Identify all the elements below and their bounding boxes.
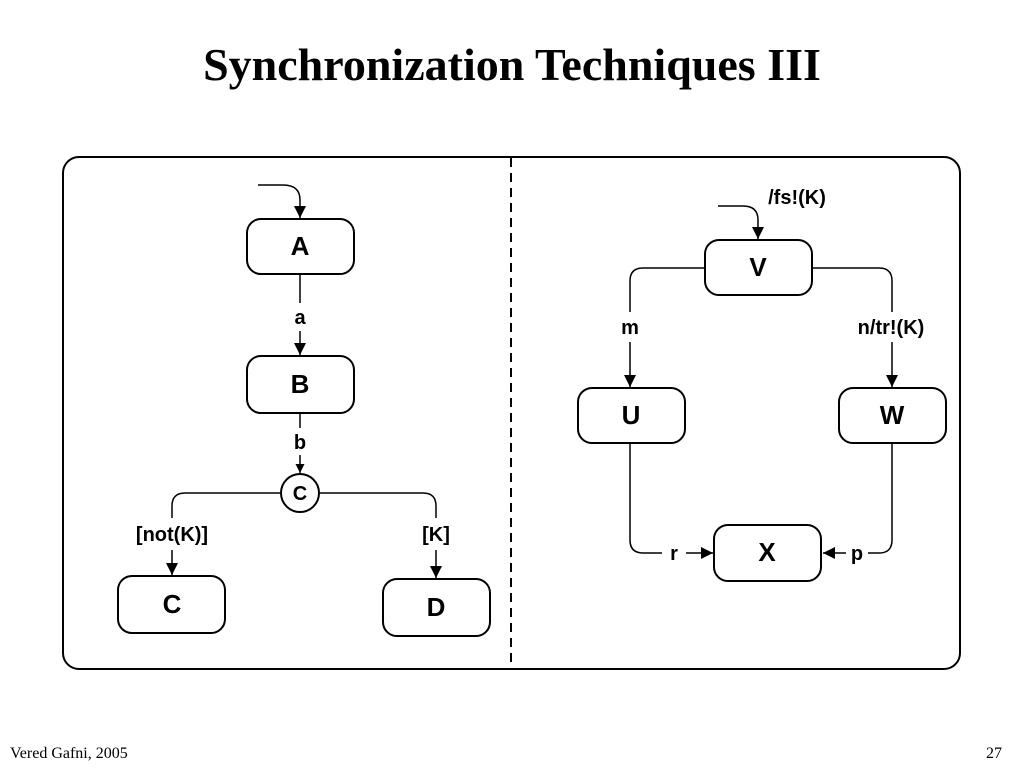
state-d: D	[382, 578, 491, 637]
transition-cond-c-label: [not(K)]	[136, 524, 208, 546]
state-c-label: C	[163, 589, 182, 619]
default-transition-v	[718, 205, 764, 239]
state-a: A	[246, 218, 355, 275]
page-number: 27	[986, 745, 1002, 762]
transition-v-u-label: m	[621, 317, 639, 339]
condition-connector-label: C	[293, 483, 307, 505]
state-v: V	[704, 239, 813, 296]
transition-w-x-label: p	[851, 543, 863, 565]
transition-v-w-line	[812, 267, 893, 312]
state-w: W	[838, 387, 947, 444]
state-c: C	[117, 575, 226, 634]
transition-v-u-line	[629, 267, 705, 312]
slide-title: Synchronization Techniques III	[203, 39, 821, 90]
state-x-label: X	[758, 537, 776, 567]
transition-v-w-label: n/tr!(K)	[858, 317, 925, 339]
default-transition-a	[258, 184, 306, 218]
outer-frame	[62, 156, 961, 670]
state-a-label: A	[291, 231, 310, 261]
author-footer: Vered Gafni, 2005	[10, 745, 128, 762]
transition-w-x-line	[868, 443, 893, 554]
transition-cond-c-line	[171, 492, 281, 518]
state-b-label: B	[291, 369, 310, 399]
state-v-label: V	[749, 252, 767, 282]
state-x: X	[713, 524, 822, 582]
transition-a-b-label: a	[294, 307, 306, 329]
state-w-label: W	[880, 400, 905, 430]
default-transition-v-label: /fs!(K)	[768, 187, 826, 209]
state-d-label: D	[427, 592, 446, 622]
state-b: B	[246, 355, 355, 414]
condition-connector: C	[280, 473, 320, 513]
transition-cond-d-label: [K]	[422, 524, 450, 546]
state-u-label: U	[622, 400, 641, 430]
transition-b-cond-label: b	[294, 432, 306, 454]
transition-cond-d-line	[319, 492, 437, 518]
state-u: U	[577, 387, 686, 444]
transition-u-x-label: r	[670, 543, 678, 565]
transition-u-x-line	[629, 443, 662, 554]
